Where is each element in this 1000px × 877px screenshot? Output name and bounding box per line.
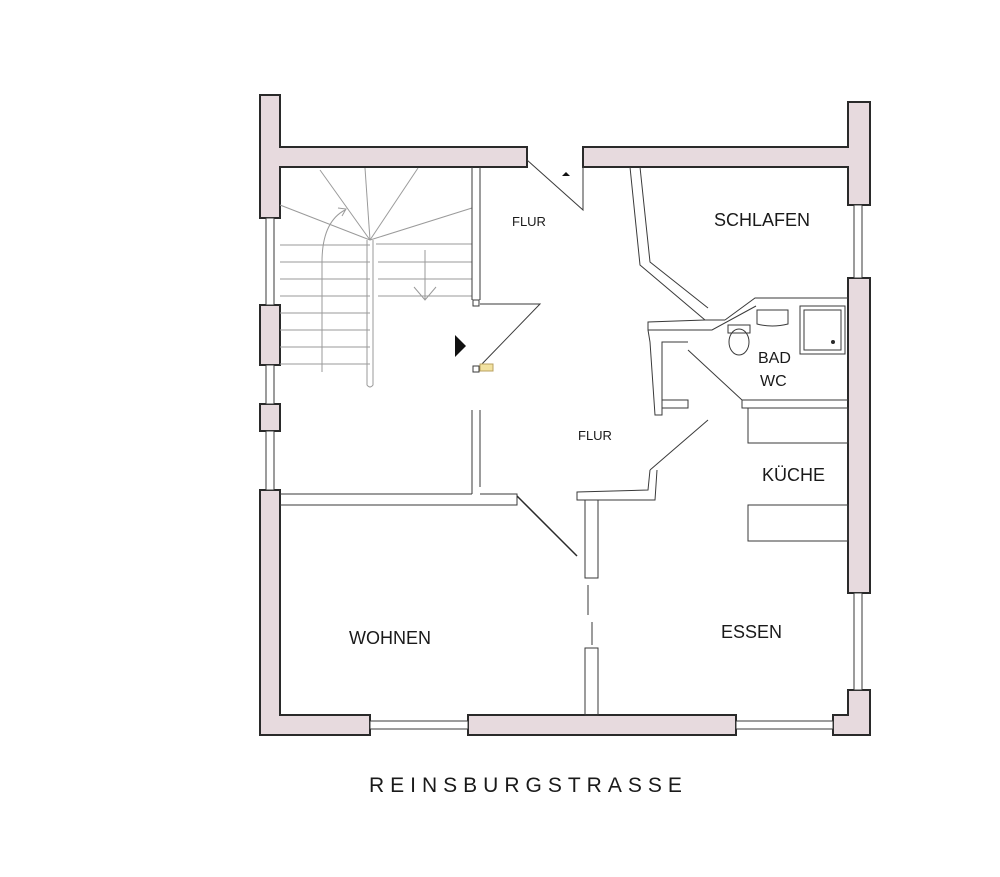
fixtures — [727, 305, 849, 542]
entrance-marker-icon — [562, 172, 570, 176]
room-label-kueche: KÜCHE — [762, 465, 825, 485]
window-right-2 — [853, 592, 863, 691]
window-left-3 — [265, 430, 275, 491]
entry-arrow-icon — [455, 335, 466, 357]
window-right-1 — [853, 204, 863, 279]
interior-walls — [280, 159, 848, 716]
street-name: REINSBURGSTRASSE — [369, 774, 688, 797]
wall-right-1 — [847, 277, 871, 594]
sink — [756, 309, 789, 327]
window-left-1 — [265, 217, 275, 306]
room-label-wc: WC — [760, 373, 787, 390]
wall-left-1 — [259, 304, 281, 366]
wall-top-right — [582, 101, 871, 206]
wall-top-left — [259, 94, 528, 219]
room-label-bad: BAD — [758, 350, 791, 367]
window-left-2 — [265, 364, 275, 405]
wall-left-bottom — [259, 489, 371, 736]
shower-tray — [799, 305, 846, 355]
wall-left-2 — [259, 403, 281, 432]
room-label-schlafen: SCHLAFEN — [714, 210, 810, 230]
toilet — [728, 328, 750, 356]
room-label-wohnen: WOHNEN — [349, 628, 431, 648]
windows — [265, 204, 863, 730]
room-label-flur-lower: FLUR — [578, 428, 612, 443]
kitchen-counter-top — [747, 407, 849, 444]
window-bottom-2 — [735, 720, 834, 730]
window-bottom-1 — [369, 720, 469, 730]
room-label-flur-upper: FLUR — [512, 214, 546, 229]
stair-walking-line — [321, 209, 346, 372]
wall-bottom-mid — [467, 714, 737, 736]
room-label-essen: ESSEN — [721, 622, 782, 642]
kitchen-counter-bottom — [747, 504, 849, 542]
wall-bottom-right — [832, 689, 871, 736]
intercom-marker — [479, 363, 494, 372]
staircase — [279, 167, 473, 388]
